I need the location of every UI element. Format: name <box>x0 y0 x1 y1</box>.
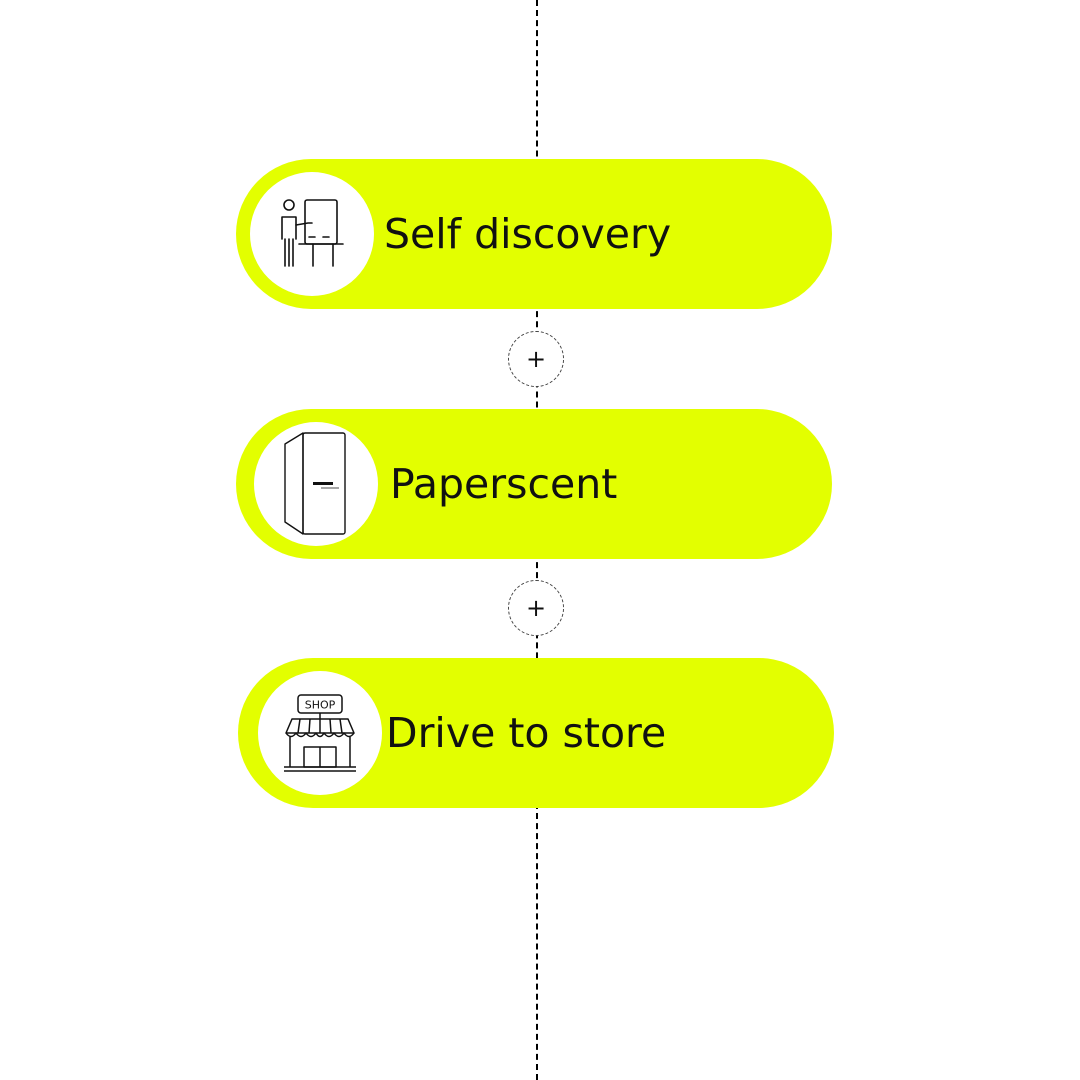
step-label: Drive to store <box>386 709 667 757</box>
plus-icon: + <box>525 594 547 622</box>
paperscent-box-icon <box>284 432 346 535</box>
step-drive-to-store[interactable]: SHOP Drive to store <box>238 658 834 808</box>
shop-sign-text: SHOP <box>305 699 336 712</box>
step-self-discovery[interactable]: Self discovery <box>236 159 832 309</box>
add-step-button[interactable]: + <box>508 331 564 387</box>
plus-icon: + <box>525 345 547 373</box>
step-label: Paperscent <box>390 460 618 508</box>
step-icon-circle: SHOP <box>258 671 382 795</box>
step-label: Self discovery <box>384 210 672 258</box>
shop-storefront-icon: SHOP <box>284 694 356 772</box>
step-icon-circle <box>250 172 374 296</box>
step-paperscent[interactable]: Paperscent <box>236 409 832 559</box>
add-step-button[interactable]: + <box>508 580 564 636</box>
step-icon-circle <box>254 422 378 546</box>
presenter-board-icon <box>281 199 344 267</box>
